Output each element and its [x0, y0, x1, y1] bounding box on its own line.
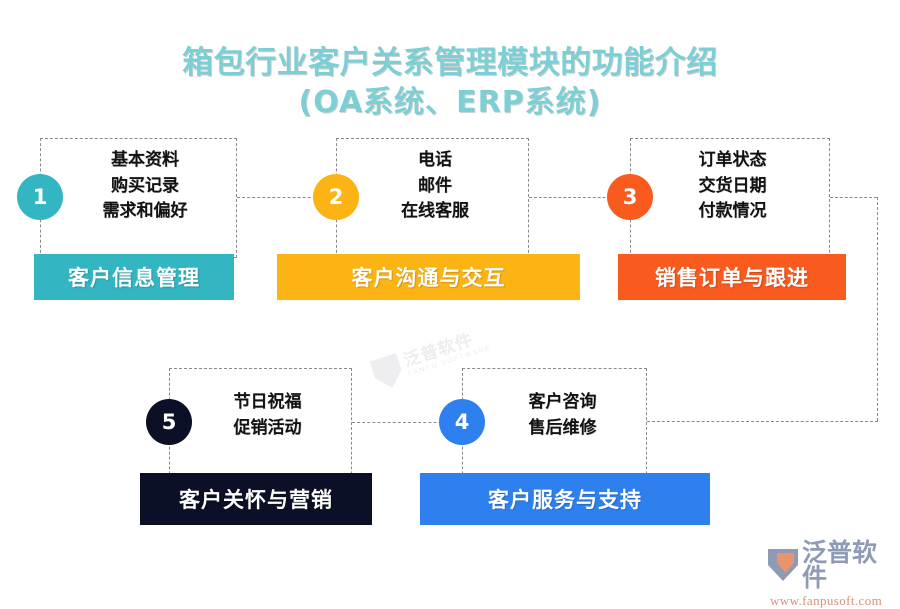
step-circle-1[interactable]: 1 — [17, 174, 63, 220]
items-group-2: 电话 邮件 在线客服 — [355, 148, 515, 225]
items-group-3: 订单状态 交货日期 付款情况 — [650, 148, 815, 225]
node-label-5: 客户关怀与营销 — [179, 488, 333, 512]
item-text: 需求和偏好 — [102, 201, 188, 221]
item-text: 售后维修 — [528, 417, 597, 438]
node-bar-1[interactable]: 客户信息管理 — [34, 254, 234, 300]
item-text: 购买记录 — [111, 175, 179, 196]
page-title: 箱包行业客户关系管理模块的功能介绍 (OA系统、ERP系统) — [0, 44, 900, 122]
step-number-2: 2 — [328, 185, 344, 209]
step-circle-4[interactable]: 4 — [439, 399, 485, 445]
node-bar-5[interactable]: 客户关怀与营销 — [140, 473, 372, 525]
item-text: 电话 — [418, 150, 452, 170]
step-number-3: 3 — [622, 185, 638, 209]
item-text: 邮件 — [418, 175, 452, 196]
item-text: 促销活动 — [233, 417, 302, 438]
brand-name: 泛普软件 — [802, 538, 878, 592]
step-circle-3[interactable]: 3 — [607, 174, 653, 220]
step-number-5: 5 — [161, 410, 177, 434]
step-number-1: 1 — [32, 185, 48, 209]
brand-url[interactable]: www.fanpusoft.com — [770, 593, 883, 608]
item-text: 在线客服 — [401, 201, 469, 221]
node-bar-4[interactable]: 客户服务与支持 — [420, 473, 710, 525]
watermark-logo-icon — [369, 353, 406, 392]
brand-logo: 泛普软件 www.fanpusoft.com — [768, 538, 896, 608]
node-bar-2[interactable]: 客户沟通与交互 — [277, 254, 580, 300]
title-line-2: (OA系统、ERP系统) — [298, 84, 602, 120]
item-text: 节日祝福 — [233, 392, 302, 412]
node-label-1: 客户信息管理 — [68, 266, 200, 290]
connector-1-to-2 — [237, 197, 336, 198]
title-line-1: 箱包行业客户关系管理模块的功能介绍 — [182, 45, 718, 81]
step-circle-2[interactable]: 2 — [313, 174, 359, 220]
fanpu-shield-icon — [768, 549, 798, 581]
items-group-5: 节日祝福 促销活动 — [190, 390, 345, 441]
item-text: 基本资料 — [111, 150, 179, 170]
connector-3-wrap-top — [830, 197, 877, 198]
node-label-3: 销售订单与跟进 — [655, 266, 809, 290]
items-group-1: 基本资料 购买记录 需求和偏好 — [60, 148, 230, 225]
item-text: 交货日期 — [698, 175, 767, 196]
node-label-2: 客户沟通与交互 — [351, 266, 506, 290]
item-text: 客户咨询 — [528, 392, 597, 412]
step-number-4: 4 — [454, 410, 470, 434]
item-text: 付款情况 — [698, 201, 767, 221]
step-circle-5[interactable]: 5 — [146, 399, 192, 445]
watermark-name: 泛普软件 — [401, 330, 476, 372]
connector-3-wrap-right — [877, 197, 878, 421]
node-label-4: 客户服务与支持 — [488, 488, 642, 512]
item-text: 订单状态 — [698, 150, 767, 170]
connector-3-wrap-bottom — [647, 421, 878, 422]
items-group-4: 客户咨询 售后维修 — [485, 390, 640, 441]
connector-2-to-3 — [529, 197, 630, 198]
node-bar-3[interactable]: 销售订单与跟进 — [618, 254, 846, 300]
connector-4-to-5 — [352, 422, 462, 423]
